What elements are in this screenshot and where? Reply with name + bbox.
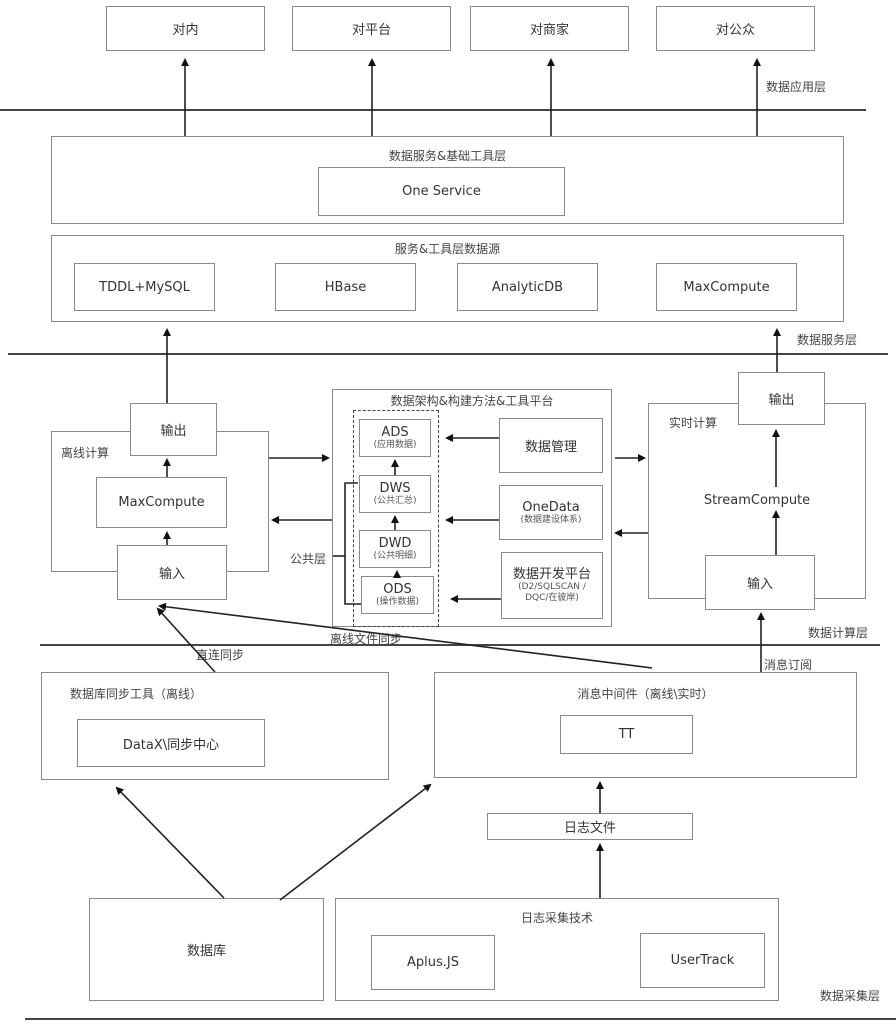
architecture-title: 数据架构&构建方法&工具平台 [390, 394, 554, 408]
usertrack-box: UserTrack [640, 933, 765, 988]
one-service-box: One Service [318, 167, 565, 216]
tool-onedata: OneData (数据建设体系) [499, 485, 603, 540]
target-platform: 对平台 [292, 6, 451, 51]
offline-output-box: 输出 [130, 403, 217, 456]
log-file-box: 日志文件 [487, 813, 693, 840]
message-middleware-title: 消息中间件（离线\实时） [577, 687, 714, 701]
realtime-streamcompute-label: StreamCompute [703, 493, 811, 508]
log-collection-title: 日志采集技术 [520, 911, 594, 925]
layer-label-compute: 数据计算层 [808, 626, 869, 640]
layer-divider-collection [25, 1018, 896, 1020]
tool-data-management: 数据管理 [499, 418, 603, 473]
tool-dev-platform: 数据开发平台 (D2/SQLSCAN / DQC/在彼岸) [501, 552, 603, 619]
layer-divider-application [0, 109, 866, 111]
layer-dwd: DWD (公共明细) [359, 530, 431, 568]
source-tddl-mysql: TDDL+MySQL [74, 263, 215, 311]
aplus-js-box: Aplus.JS [371, 935, 495, 990]
layer-dws: DWS (公共汇总) [359, 475, 431, 513]
realtime-output-box: 输出 [738, 372, 825, 425]
arrow-database-to-db-sync [115, 786, 225, 899]
layer-ods: ODS (操作数据) [361, 576, 434, 614]
realtime-compute-title: 实时计算 [669, 416, 718, 430]
offline-compute-title: 离线计算 [61, 446, 110, 460]
layer-label-service: 数据服务层 [797, 333, 858, 347]
target-merchant: 对商家 [470, 6, 629, 51]
source-maxcompute: MaxCompute [656, 263, 797, 311]
layer-divider-compute [40, 644, 880, 646]
edge-label-offline-file-sync: 离线文件同步 [330, 632, 403, 646]
database-box: 数据库 [89, 898, 324, 1001]
layer-ads: ADS (应用数据) [359, 419, 431, 457]
edge-label-direct-sync: 直连同步 [196, 648, 245, 662]
tt-box: TT [560, 715, 693, 754]
realtime-input-box: 输入 [705, 555, 815, 610]
datax-sync-center-box: DataX\同步中心 [77, 719, 265, 767]
service-sources-title: 服务&工具层数据源 [394, 242, 501, 256]
edge-label-message-subscribe: 消息订阅 [764, 658, 813, 672]
offline-input-box: 输入 [117, 545, 227, 600]
db-sync-tool-title: 数据库同步工具（离线） [70, 687, 203, 701]
target-internal: 对内 [106, 6, 265, 51]
layer-divider-service [8, 353, 888, 355]
source-analyticdb: AnalyticDB [457, 263, 598, 311]
service-tools-title: 数据服务&基础工具层 [388, 149, 507, 163]
common-layer-label: 公共层 [290, 552, 327, 566]
target-public: 对公众 [656, 6, 815, 51]
layer-label-application: 数据应用层 [766, 80, 827, 94]
arrow-database-to-middleware [279, 783, 432, 901]
offline-maxcompute-box: MaxCompute [96, 477, 227, 528]
source-hbase: HBase [275, 263, 416, 311]
layer-label-collection: 数据采集层 [820, 989, 881, 1003]
